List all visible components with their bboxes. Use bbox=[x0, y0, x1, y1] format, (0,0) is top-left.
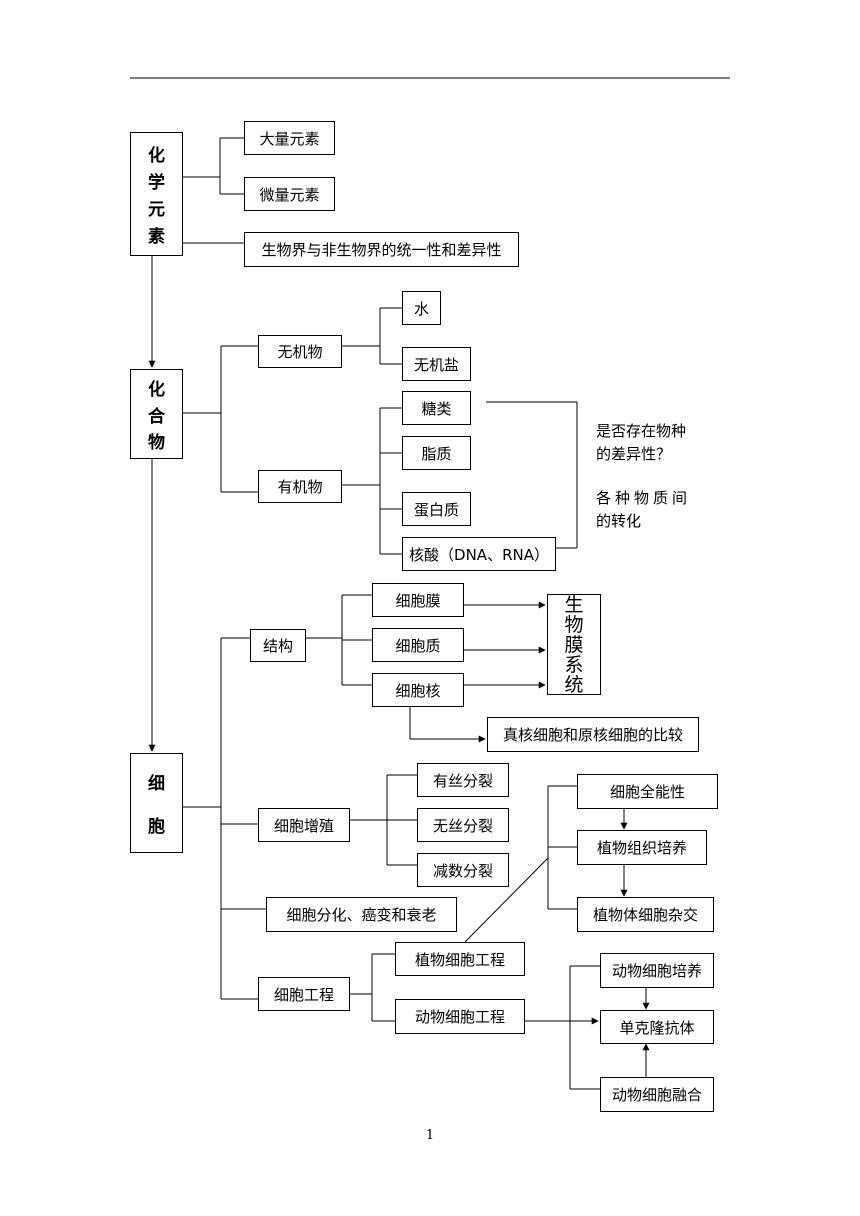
node-totipotency: 细胞全能性 bbox=[577, 774, 718, 809]
node-biomembrane-system: 生 物 膜 系 统 bbox=[547, 594, 601, 695]
biomembrane-char: 膜 bbox=[564, 633, 584, 656]
node-plant-tissue-culture: 植物组织培养 bbox=[577, 830, 707, 865]
node-plant-somatic-hybrid: 植物体细胞杂交 bbox=[577, 897, 714, 932]
biomembrane-char: 系 bbox=[564, 653, 584, 676]
node-meiosis: 减数分裂 bbox=[417, 853, 509, 887]
section-compounds: 化 合 物 bbox=[130, 369, 183, 459]
section-char: 细 bbox=[148, 774, 165, 794]
node-cell-proliferation: 细胞增殖 bbox=[258, 808, 350, 842]
node-macro-elements: 大量元素 bbox=[244, 121, 335, 155]
section-char: 化 bbox=[148, 380, 165, 401]
page-number: 1 bbox=[425, 1128, 435, 1143]
node-mitosis: 有丝分裂 bbox=[417, 763, 509, 797]
node-protein: 蛋白质 bbox=[402, 492, 471, 526]
section-char: 化 bbox=[148, 146, 165, 166]
node-nucleic-acid: 核酸（DNA、RNA） bbox=[402, 537, 556, 571]
node-monoclonal-antibody: 单克隆抗体 bbox=[600, 1010, 714, 1044]
biomembrane-char: 物 bbox=[564, 613, 584, 636]
section-char: 元 bbox=[148, 200, 165, 220]
section-char: 胞 bbox=[148, 817, 165, 837]
node-differentiation: 细胞分化、癌变和衰老 bbox=[266, 897, 457, 932]
section-char: 学 bbox=[148, 173, 165, 193]
biomembrane-char: 统 bbox=[564, 673, 584, 696]
node-eukaryote-prokaryote-compare: 真核细胞和原核细胞的比较 bbox=[487, 717, 699, 752]
node-animal-cell-engineering: 动物细胞工程 bbox=[395, 999, 525, 1034]
note-line: 是否存在物种 bbox=[596, 422, 687, 440]
node-amitosis: 无丝分裂 bbox=[417, 808, 509, 842]
node-lipid: 脂质 bbox=[402, 436, 471, 470]
note-line: 的转化 bbox=[596, 512, 642, 530]
note-species-difference: 是否存在物种 的差异性？ bbox=[596, 420, 686, 466]
node-cytoplasm: 细胞质 bbox=[372, 628, 464, 662]
node-cell-membrane: 细胞膜 bbox=[372, 583, 464, 617]
note-line: 各种物质间 bbox=[596, 489, 692, 507]
note-line: 的差异性？ bbox=[596, 445, 672, 463]
node-animal-cell-fusion: 动物细胞融合 bbox=[600, 1077, 714, 1112]
note-substance-conversion: 各种物质间 的转化 bbox=[596, 487, 691, 533]
node-cell-engineering: 细胞工程 bbox=[258, 977, 350, 1011]
node-inorganic-salt: 无机盐 bbox=[402, 347, 471, 381]
node-inorganic: 无机物 bbox=[258, 335, 342, 368]
biomembrane-char: 生 bbox=[564, 593, 584, 616]
node-nucleus: 细胞核 bbox=[372, 673, 464, 707]
section-cell: 细 胞 bbox=[130, 753, 183, 853]
node-organic: 有机物 bbox=[258, 470, 342, 503]
node-unity-diversity: 生物界与非生物界的统一性和差异性 bbox=[244, 232, 519, 267]
section-chemical-elements: 化 学 元 素 bbox=[130, 132, 183, 256]
node-water: 水 bbox=[402, 291, 441, 325]
section-char: 物 bbox=[148, 432, 165, 453]
node-micro-elements: 微量元素 bbox=[244, 177, 335, 211]
node-plant-cell-engineering: 植物细胞工程 bbox=[395, 942, 525, 976]
node-sugar: 糖类 bbox=[402, 391, 471, 425]
section-char: 合 bbox=[148, 406, 165, 427]
section-char: 素 bbox=[148, 227, 165, 247]
node-structure: 结构 bbox=[250, 629, 306, 662]
node-animal-cell-culture: 动物细胞培养 bbox=[600, 953, 714, 988]
